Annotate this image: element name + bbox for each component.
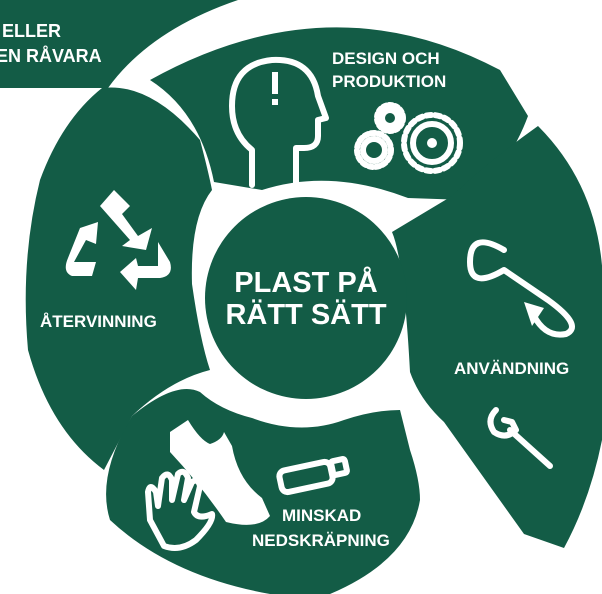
recycling-label: ÅTERVINNING [40,312,157,331]
litter-label-line2: NEDSKRÄPNING [252,531,390,550]
head-exclamation-icon [229,56,329,188]
litter-label-line1: MINSKAD [282,506,361,525]
infinity-loop-icon [467,239,575,338]
hand-icon [145,468,216,551]
segment-use: ANVÄNDNING [392,126,602,548]
design-label-line1: DESIGN OCH [332,49,440,68]
gears-icon [354,102,463,174]
bottle-icon [276,456,350,496]
plastic-bag-icon [170,420,270,525]
use-label: ANVÄNDNING [454,359,569,378]
wrench-icon [487,407,553,469]
raw-material-label-line1: ELLER [2,21,61,41]
hub-title-line2: RÄTT SÄTT [225,298,386,331]
segment-design: DESIGN OCH PRODUKTION [150,27,528,200]
hub-title-line1: PLAST PÅ [234,266,377,299]
design-label-line2: PRODUKTION [332,72,446,91]
center-hub: PLAST PÅ RÄTT SÄTT [205,197,407,399]
segment-raw-material: ELLER EN RÅVARA [0,0,238,88]
recycle-icon [65,190,171,290]
segment-litter: MINSKAD NEDSKRÄPNING [106,389,420,594]
segment-recycling: ÅTERVINNING [25,87,213,470]
raw-material-label-line2: EN RÅVARA [0,46,102,66]
